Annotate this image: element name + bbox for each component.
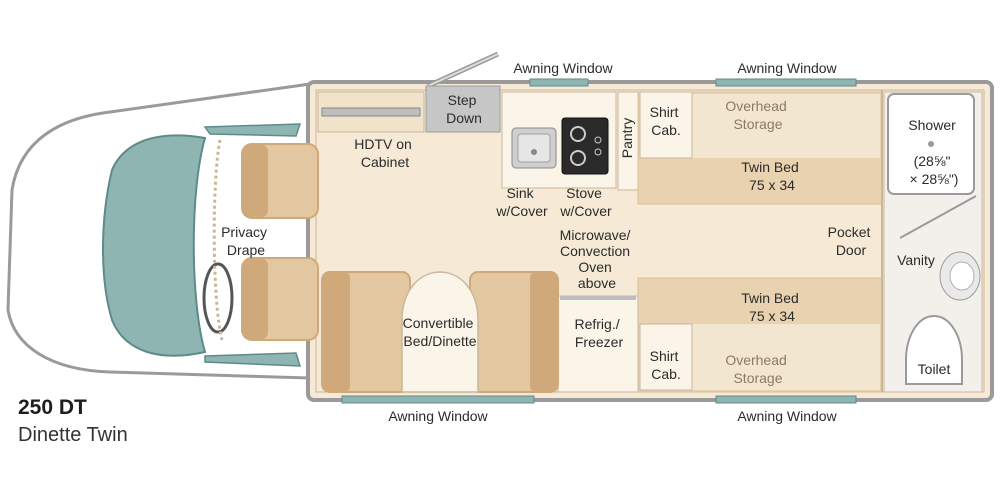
overhead-storage-top-label: Overhead Storage bbox=[725, 98, 790, 132]
model-description: Dinette Twin bbox=[18, 424, 128, 446]
refrig-label: Refrig./ Freezer bbox=[574, 316, 623, 350]
step-down bbox=[425, 85, 501, 133]
privacy-drape-label: Privacy Drape bbox=[221, 224, 271, 258]
awning-window-top-left bbox=[529, 78, 589, 87]
microwave-label: Microwave/ Convection Oven above bbox=[560, 227, 635, 291]
awning-label-top-left: Awning Window bbox=[513, 60, 613, 76]
twin-bed-bottom-label: Twin Bed 75 x 34 bbox=[741, 290, 802, 324]
vanity-label: Vanity bbox=[897, 252, 935, 268]
shirt-cabinet-bottom bbox=[639, 323, 693, 391]
hdtv-label: HDTV on Cabinet bbox=[354, 136, 415, 170]
side-window-top bbox=[203, 123, 302, 137]
pocket-door-label: Pocket Door bbox=[828, 224, 875, 258]
shower-label: Shower (28⅝" × 28⅝") bbox=[908, 117, 959, 187]
stove bbox=[561, 117, 609, 175]
awning-window-top-right bbox=[715, 78, 857, 87]
steering-wheel bbox=[202, 262, 234, 334]
awning-window-bottom-right bbox=[715, 395, 857, 404]
pantry-label: Pantry bbox=[619, 118, 635, 158]
toilet-label: Toilet bbox=[918, 361, 951, 377]
awning-label-top-right: Awning Window bbox=[737, 60, 837, 76]
refrigerator bbox=[557, 295, 639, 393]
awning-label-bottom-left: Awning Window bbox=[388, 408, 488, 424]
dinette-table bbox=[401, 271, 479, 393]
twin-bed-top-label: Twin Bed 75 x 34 bbox=[741, 159, 802, 193]
awning-label-bottom-right: Awning Window bbox=[737, 408, 837, 424]
toilet bbox=[905, 314, 963, 385]
stove-label: Stove w/Cover bbox=[559, 185, 612, 219]
sink-label: Sink w/Cover bbox=[495, 185, 548, 219]
step-down-label: Step Down bbox=[446, 92, 482, 126]
overhead-storage-bottom-label: Overhead Storage bbox=[725, 352, 790, 386]
model-name: 250 DT bbox=[18, 396, 87, 419]
shirt-cab-top-label: Shirt Cab. bbox=[650, 104, 683, 138]
awning-window-bottom-left bbox=[341, 395, 535, 404]
privacy-drape bbox=[212, 139, 224, 341]
windshield bbox=[102, 134, 207, 357]
hdtv bbox=[321, 107, 421, 117]
side-window-bottom bbox=[204, 352, 302, 367]
convertible-label: Convertible Bed/Dinette bbox=[403, 315, 478, 349]
shirt-cab-bottom-label: Shirt Cab. bbox=[650, 348, 683, 382]
